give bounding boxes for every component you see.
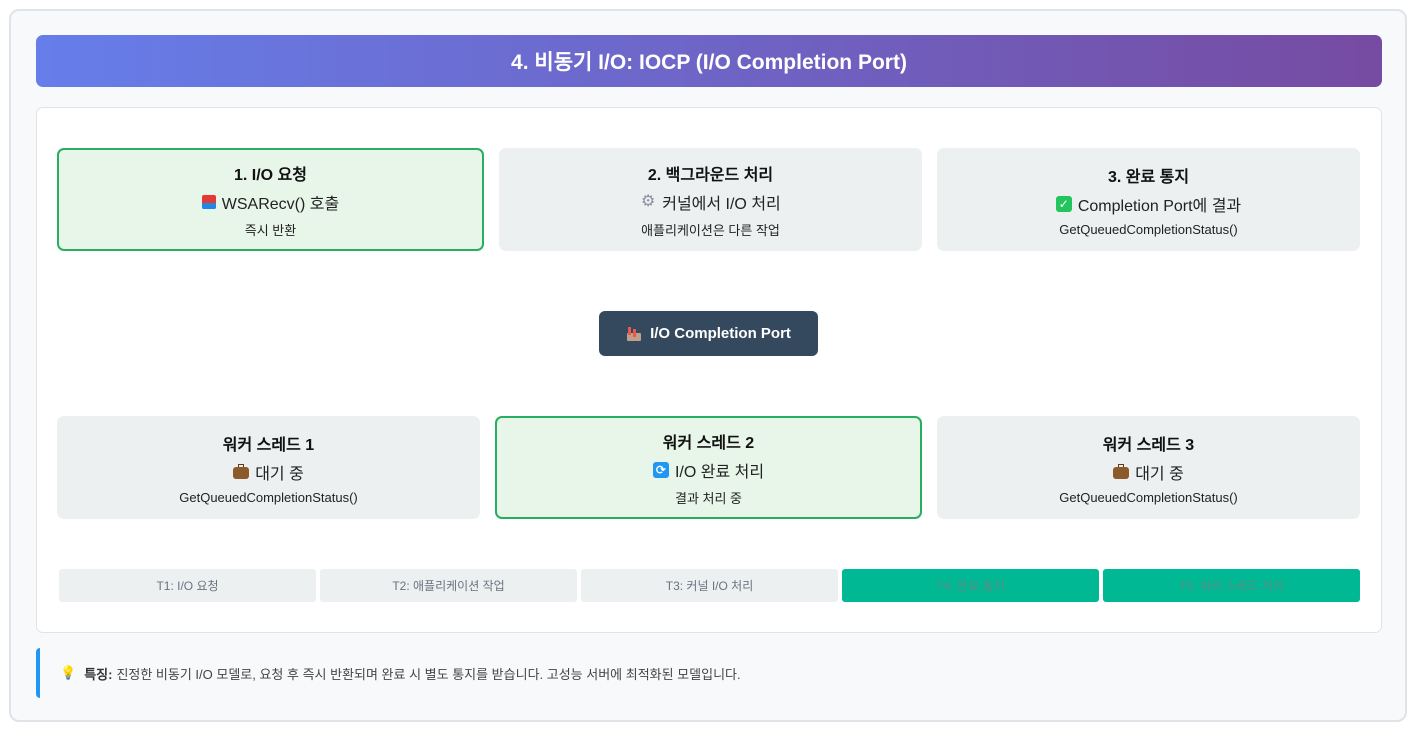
timeline-step-t2: T2: 애플리케이션 작업	[320, 569, 577, 602]
worker-detail: 결과 처리 중	[674, 490, 743, 506]
factory-icon	[626, 326, 642, 342]
worker-status: 대기 중	[1135, 465, 1184, 483]
stage-title: 3. 완료 통지	[1107, 168, 1190, 186]
timeline: T1: I/O 요청 T2: 애플리케이션 작업 T3: 커널 I/O 처리 T…	[59, 569, 1360, 602]
briefcase-icon	[233, 463, 250, 479]
stage-title: 2. 백그라운드 처리	[647, 166, 774, 184]
diagram-title: 4. 비동기 I/O: IOCP (I/O Completion Port)	[511, 51, 907, 74]
stage-background-processing: 2. 백그라운드 처리 ⚙ 커널에서 I/O 처리 애플리케이션은 다른 작업	[499, 148, 922, 251]
timeline-step-t5: T5: 워커 스레드 처리	[1103, 569, 1360, 602]
check-mark-icon: ✓	[1055, 195, 1072, 212]
stage-title: 1. I/O 요청	[233, 166, 307, 184]
worker-thread-1: 워커 스레드 1 대기 중 GetQueuedCompletionStatus(…	[57, 416, 480, 519]
feature-note: 💡 특징: 진정한 비동기 I/O 모델로, 요청 후 즉시 반환되며 완료 시…	[36, 648, 1382, 698]
stage-detail: 애플리케이션은 다른 작업	[641, 222, 780, 238]
worker-thread-2: 워커 스레드 2 ⟳ I/O 완료 처리 결과 처리 중	[495, 416, 922, 519]
stage-detail: 즉시 반환	[244, 222, 297, 238]
completion-port-node: I/O Completion Port	[599, 311, 818, 356]
note-text: 진정한 비동기 I/O 모델로, 요청 후 즉시 반환되며 완료 시 별도 통지…	[116, 666, 741, 682]
gear-icon: ⚙	[641, 192, 656, 210]
worker-title: 워커 스레드 3	[1102, 436, 1195, 454]
worker-detail: GetQueuedCompletionStatus()	[179, 489, 358, 505]
stage-detail: GetQueuedCompletionStatus()	[1059, 221, 1238, 237]
stage-line: Completion Port에 결과	[1077, 197, 1242, 215]
note-label: 특징:	[84, 666, 113, 682]
worker-title: 워커 스레드 2	[662, 434, 755, 452]
stage-line: WSARecv() 호출	[221, 195, 340, 213]
briefcase-icon	[1113, 463, 1130, 479]
worker-title: 워커 스레드 1	[222, 436, 315, 454]
diagram-header: 4. 비동기 I/O: IOCP (I/O Completion Port)	[36, 35, 1382, 87]
timeline-step-t4: T4: 완료 통지	[842, 569, 1099, 602]
stage-line: 커널에서 I/O 처리	[662, 195, 781, 213]
lightbulb-icon: 💡	[60, 665, 77, 680]
completion-port-label: I/O Completion Port	[650, 325, 791, 342]
worker-status: I/O 완료 처리	[674, 463, 765, 481]
worker-thread-3: 워커 스레드 3 대기 중 GetQueuedCompletionStatus(…	[937, 416, 1360, 519]
worker-detail: GetQueuedCompletionStatus()	[1059, 489, 1238, 505]
stage-io-request: 1. I/O 요청 WSARecv() 호출 즉시 반환	[57, 148, 484, 251]
inbox-tray-icon	[201, 194, 216, 209]
stage-completion-notify: 3. 완료 통지 ✓ Completion Port에 결과 GetQueued…	[937, 148, 1360, 251]
timeline-step-t3: T3: 커널 I/O 처리	[581, 569, 838, 602]
cycle-arrows-icon: ⟳	[652, 461, 669, 478]
timeline-step-t1: T1: I/O 요청	[59, 569, 316, 602]
worker-status: 대기 중	[255, 465, 304, 483]
